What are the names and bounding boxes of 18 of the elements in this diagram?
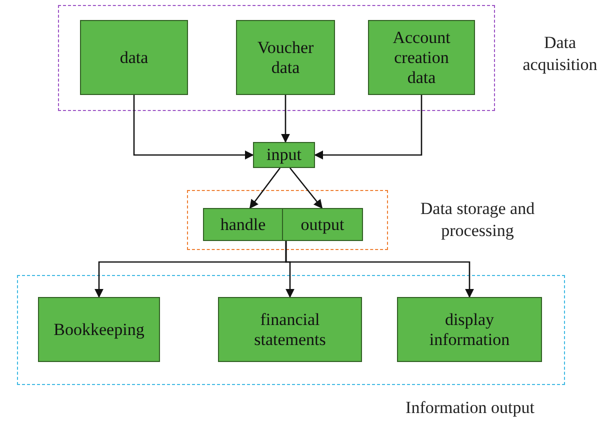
group-heading: Data acquisition xyxy=(522,32,598,76)
arrow xyxy=(249,168,281,209)
arrow xyxy=(285,241,474,298)
process-box: data xyxy=(80,20,188,95)
process-box: financial statements xyxy=(218,297,362,362)
process-box: display information xyxy=(397,297,542,362)
process-box: Voucher data xyxy=(236,20,335,95)
arrow xyxy=(314,95,422,160)
arrow xyxy=(133,95,254,160)
group-heading: Data storage and processing xyxy=(419,198,536,242)
process-box: Account creation data xyxy=(368,20,475,95)
process-box: output xyxy=(282,208,363,241)
process-box: handle xyxy=(203,208,283,241)
group-heading: Information output xyxy=(404,397,536,419)
process-box: Bookkeeping xyxy=(38,297,160,362)
arrow xyxy=(281,95,290,143)
process-box: input xyxy=(253,142,315,168)
arrow xyxy=(290,168,323,209)
